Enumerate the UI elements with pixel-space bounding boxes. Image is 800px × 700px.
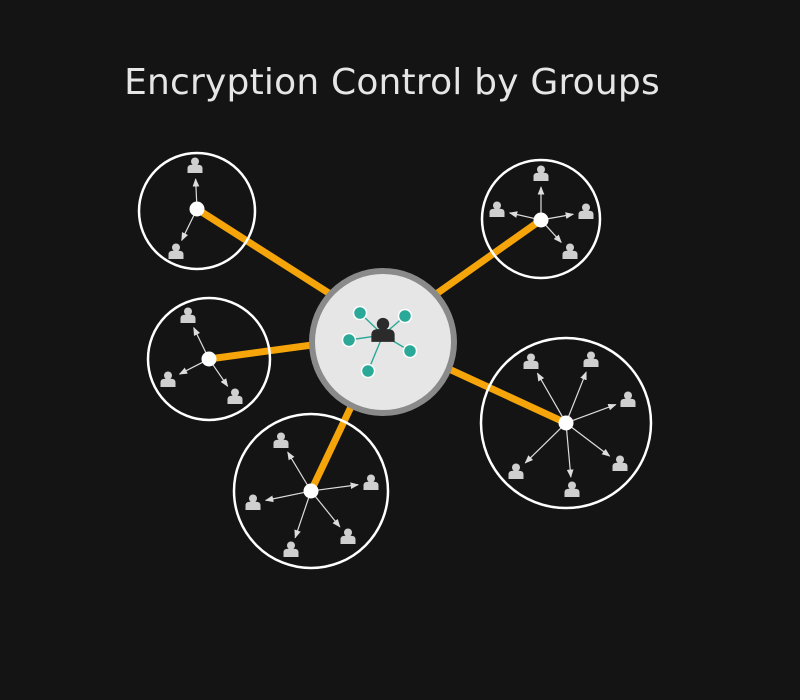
- group-hub-node: [558, 415, 574, 431]
- user-icon: [583, 351, 599, 367]
- user-icon: [508, 463, 524, 479]
- member-arrow: [571, 426, 611, 457]
- group-middle-left: [146, 296, 272, 422]
- member-arrow: [566, 429, 574, 478]
- connector-dot: [352, 305, 368, 321]
- user-icon: [620, 391, 636, 407]
- user-icon: [283, 541, 299, 557]
- member-arrow: [294, 497, 310, 539]
- member-arrow: [181, 215, 195, 242]
- member-arrow: [508, 211, 535, 220]
- user-icon: [160, 371, 176, 387]
- member-arrow: [287, 451, 308, 486]
- connector-dot: [341, 332, 357, 348]
- connector-dot: [402, 343, 418, 359]
- member-arrow: [314, 496, 341, 528]
- user-icon: [363, 474, 379, 490]
- member-arrow: [192, 178, 200, 203]
- user-icon: [187, 157, 203, 173]
- user-icon: [523, 353, 539, 369]
- member-arrow: [524, 427, 562, 464]
- user-icon: [180, 307, 196, 323]
- group-hub-node: [201, 351, 217, 367]
- group-circle: [479, 336, 653, 510]
- member-arrow: [193, 326, 207, 353]
- member-arrow: [178, 361, 204, 375]
- group-circle: [480, 158, 602, 280]
- user-icon: [564, 481, 580, 497]
- connector-dot: [360, 363, 376, 379]
- group-hub-node: [303, 483, 319, 499]
- member-arrow: [317, 482, 359, 491]
- group-hub-node: [189, 201, 205, 217]
- group-top-right: [480, 158, 602, 280]
- user-icon: [227, 388, 243, 404]
- group-hub-node: [533, 212, 549, 228]
- user-icon: [273, 432, 289, 448]
- member-arrow: [536, 372, 564, 418]
- member-arrow: [568, 371, 587, 417]
- group-circle: [137, 151, 257, 271]
- user-icon: [562, 243, 578, 259]
- group-circle: [232, 412, 390, 570]
- member-arrow: [545, 224, 562, 243]
- group-circle: [146, 296, 272, 422]
- user-icon: [533, 165, 549, 181]
- group-top-left: [137, 151, 257, 271]
- user-icon: [245, 494, 261, 510]
- member-arrow: [212, 364, 229, 387]
- user-icon: [340, 528, 356, 544]
- center-node-disc: [315, 274, 451, 410]
- user-icon: [612, 455, 628, 471]
- member-arrow: [572, 403, 617, 422]
- center-layer: [309, 268, 457, 416]
- groups-layer: [137, 151, 653, 570]
- group-bottom-center: [232, 412, 390, 570]
- connector-dot: [397, 308, 413, 324]
- user-icon: [489, 201, 505, 217]
- member-arrow: [264, 491, 305, 503]
- user-icon: [578, 203, 594, 219]
- user-icon: [168, 243, 184, 259]
- member-arrow: [547, 212, 575, 220]
- group-bottom-right: [479, 336, 653, 510]
- page-title: Encryption Control by Groups: [124, 62, 660, 103]
